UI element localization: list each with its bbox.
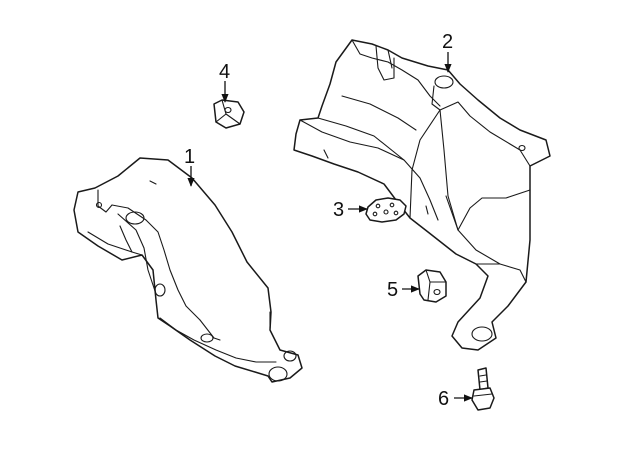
callout-2: 2 (442, 31, 453, 53)
callout-4: 4 (219, 61, 230, 83)
callout-1: 1 (184, 146, 195, 168)
part-1-shield (73, 157, 303, 383)
part-5-clip (417, 269, 447, 303)
part-2-shield (293, 39, 551, 351)
part-4-clip (213, 99, 245, 129)
callout-6: 6 (438, 388, 449, 410)
callout-3: 3 (333, 199, 344, 221)
part-3-seal (365, 197, 407, 223)
callout-5: 5 (387, 279, 398, 301)
part-6-bolt (471, 367, 495, 411)
